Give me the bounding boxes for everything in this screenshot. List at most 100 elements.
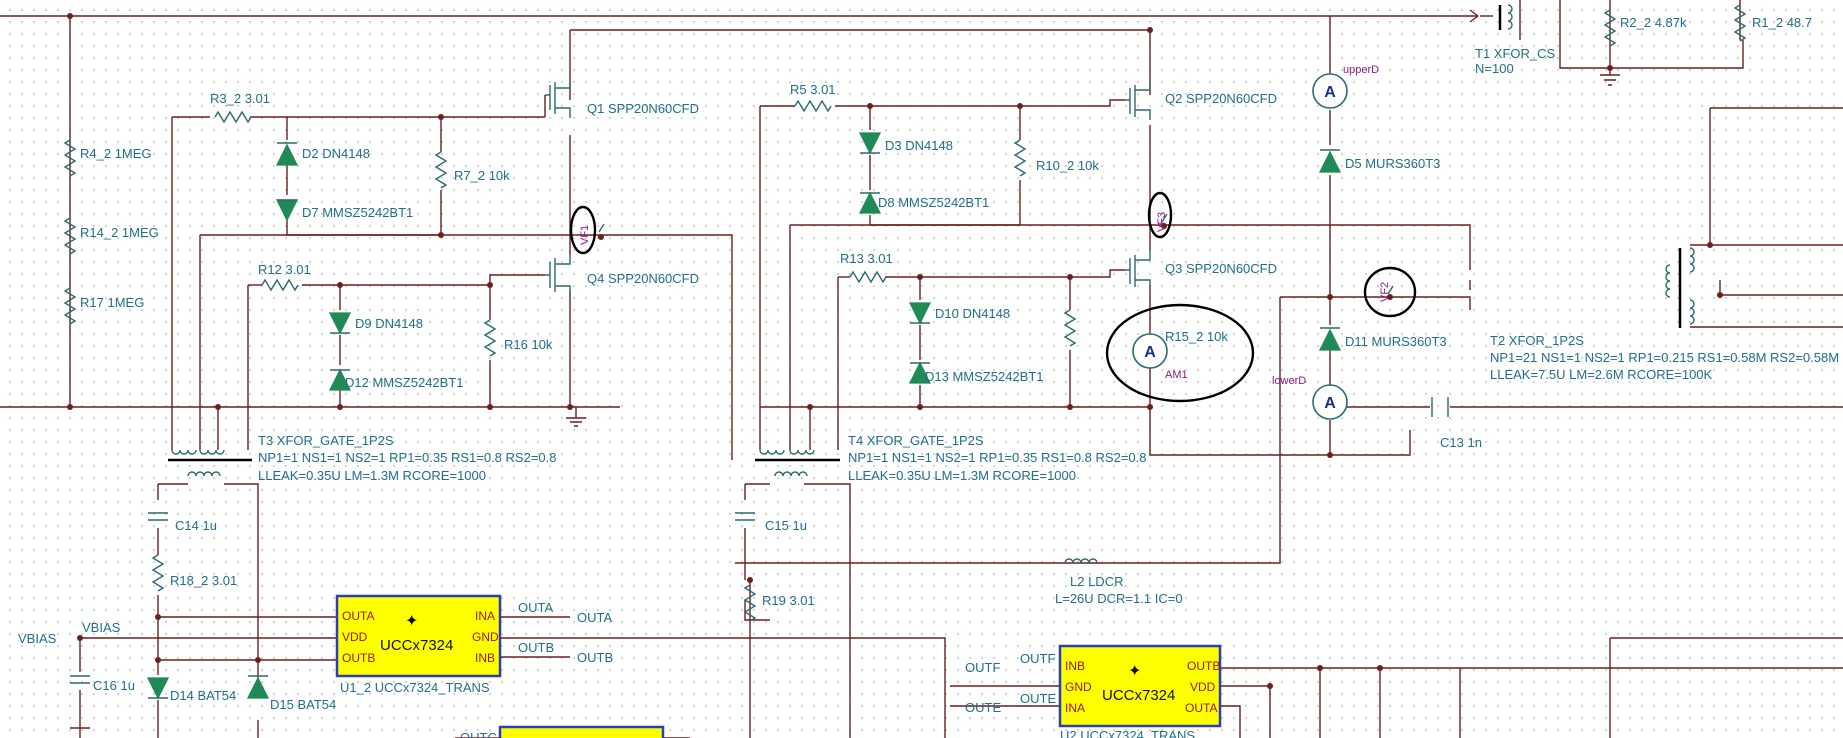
t4-transformer [755,449,840,477]
r5-resistor [794,99,832,113]
q1-mosfet [545,80,571,118]
vbias-port-label: VBIAS [18,631,57,646]
outf-net-label: OUTF [1020,651,1055,666]
r17-label: R17 1MEG [80,295,144,310]
t4-param2: LLEAK=0.35U LM=1.3M RCORE=1000 [848,468,1076,483]
upperD-label: upperD [1343,64,1379,76]
u1-pin-l1: OUTA [342,609,374,623]
c16-capacitor [70,675,90,684]
u2-pin-r2: VDD [1190,680,1216,694]
d10-diode [908,302,932,325]
c15-capacitor [735,512,755,521]
q4-label: Q4 SPP20N60CFD [587,271,699,286]
outb-port-label: OUTB [577,650,613,665]
u2-label: U2 UCCx7324_TRANS [1060,728,1195,738]
r2-resistor [1603,9,1617,47]
r17-resistor [63,287,77,325]
d3-label: D3 DN4148 [885,138,953,153]
ti-logo-icon: ✦ [405,613,418,630]
c13-label: C13 1n [1440,435,1482,450]
ammeter-lowerD[interactable]: A [1312,384,1348,420]
r10-label: R10_2 10k [1036,158,1099,173]
l2-inductor [1064,558,1098,564]
r7-resistor [434,151,448,189]
u2-pin-r1: OUTB [1187,659,1220,673]
outa-net-label: OUTA [518,600,553,615]
c15-label: C15 1u [765,518,807,533]
diodes[interactable] [146,132,1342,700]
q2-label: Q2 SPP20N60CFD [1165,91,1277,106]
u1-label: U1_2 UCCx7324_TRANS [340,680,490,695]
d5-label: D5 MURS360T3 [1345,156,1440,171]
c13-capacitor [1431,397,1449,417]
d8-diode [858,191,882,214]
passives[interactable] [70,397,1449,684]
vbias-net-label: VBIAS [82,620,121,635]
ammeter-am1[interactable]: A [1132,333,1168,369]
probe-vf2-label: VF2 [1379,282,1391,302]
outb-net-label: OUTB [518,640,554,655]
r4-resistor [63,139,77,177]
r5-label: R5 3.01 [790,82,836,97]
u2-chip-name: UCCx7324 [1102,687,1175,704]
svg-text:A: A [1324,395,1336,412]
u2-pin-l3: INA [1065,701,1085,715]
d15-diode [246,675,270,699]
r19-label: R19 3.01 [762,593,815,608]
d12-diode [328,368,352,391]
chip-u3-partial[interactable] [498,725,665,738]
r1-label: R1_2 48.7 [1752,15,1812,30]
q4-mosfet [545,255,571,292]
ti-logo-icon-2: ✦ [1128,663,1141,680]
chip-u1[interactable] [335,594,502,678]
d14-diode [146,677,170,700]
d11-label: D11 MURS360T3 [1345,334,1447,349]
chip-u2[interactable] [1058,644,1222,728]
mosfets[interactable] [545,80,1151,292]
d7-label: D7 MMSZ5242BT1 [302,205,413,220]
t1-transformer [1498,4,1513,30]
d13-label: D13 MMSZ5242BT1 [925,369,1044,384]
q3-label: Q3 SPP20N60CFD [1165,261,1277,276]
r14-label: R14_2 1MEG [80,225,159,240]
ammeter-upperD[interactable]: A [1312,73,1348,109]
u1-pin-r1: INA [475,609,495,623]
t1-param: N=100 [1475,61,1514,76]
r16-resistor [483,319,497,357]
u1-pin-l3: OUTB [342,651,375,665]
t2-param2: LLEAK=7.5U LM=2.6M RCORE=100K [1490,367,1713,382]
annotation-ellipses [569,191,1417,403]
r18-label: R18_2 3.01 [170,573,237,588]
resistors[interactable] [63,4,1747,622]
r15-resistor [1063,309,1077,347]
r14-resistor [63,217,77,255]
svg-text:A: A [1144,344,1156,361]
r18-resistor [151,554,165,592]
r13-label: R13 3.01 [840,251,893,266]
r3-resistor [214,110,252,124]
outa-port-label: OUTA [577,610,612,625]
d2-diode [275,142,299,166]
r16-label: R16 10k [504,337,553,352]
r7-label: R7_2 10k [454,168,510,183]
l2-param: L=26U DCR=1.1 IC=0 [1055,591,1183,606]
outc-net-label: OUTC [460,730,497,738]
t2-label: T2 XFOR_1P2S [1490,333,1584,348]
d11-diode [1318,327,1342,351]
grounds [70,407,586,729]
transformers[interactable] [168,4,1695,477]
labels: T1 XFOR_CS N=100 R2_2 4.87k R1_2 48.7 R4… [18,15,1839,738]
c16-label: C16 1u [93,678,135,693]
d15-label: D15 BAT54 [270,697,336,712]
t4-label: T4 XFOR_GATE_1P2S [848,433,984,448]
q3-mosfet [1125,250,1151,290]
q2-mosfet [1125,80,1151,120]
r15-label: R15_2 10k [1165,329,1228,344]
r3-label: R3_2 3.01 [210,91,270,106]
outf-port-label: OUTF [965,660,1000,675]
r19-resistor [743,584,757,622]
r12-label: R12 3.01 [258,262,311,277]
d2-label: D2 DN4148 [302,146,370,161]
lowerD-label: lowerD [1272,375,1306,387]
